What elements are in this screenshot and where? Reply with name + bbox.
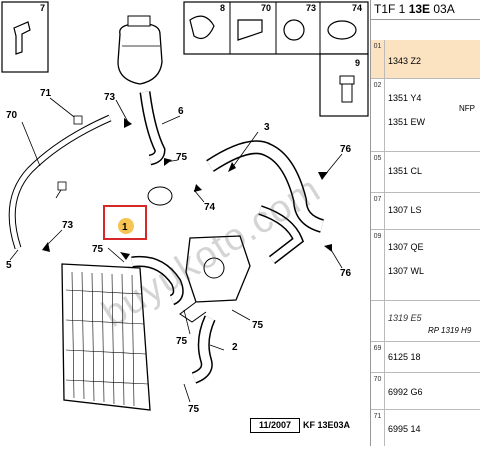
exploded-view: 7 8 70 73 74 9 [1,1,369,415]
thermostat-housing [147,186,251,323]
svg-text:76: 76 [340,268,352,279]
row-number: 07 [371,193,385,229]
svg-text:8: 8 [220,3,225,13]
header-suffix: 03A [430,2,455,16]
svg-text:3: 3 [264,122,270,133]
diagram-code: KF 13E03A [303,420,351,430]
svg-text:70: 70 [261,3,271,13]
svg-text:73: 73 [104,92,116,103]
row-number: 70 [371,373,385,409]
header-prefix: T1F 1 [374,2,409,16]
svg-text:74: 74 [204,202,216,213]
parts-row[interactable]: 07 1307 LS [371,193,480,230]
part-number[interactable]: 1307 QE [388,242,424,252]
svg-text:73: 73 [62,220,74,231]
row-number: 05 [371,152,385,192]
svg-text:74: 74 [352,3,362,13]
part-thumb-8-70-73-74[interactable]: 8 70 73 74 [183,1,369,55]
parts-row[interactable]: 02 1351 Y4 NFP 1351 EW [371,79,480,152]
header-bold: 13E [408,2,431,16]
svg-text:75: 75 [252,320,264,331]
replacement-part[interactable]: RP 1319 H9 [428,326,472,335]
part-number-alt[interactable]: 1351 EW [388,117,426,127]
parts-row[interactable]: 09 1307 QE 1307 WL [371,230,480,301]
svg-text:76: 76 [340,144,352,155]
part-number[interactable]: 6995 14 [388,424,421,434]
part-number[interactable]: 1351 Y4 [388,93,422,103]
svg-text:71: 71 [40,88,52,99]
svg-text:7: 7 [40,3,45,13]
svg-text:1: 1 [122,222,128,233]
part-number[interactable]: 1319 E5 [388,313,422,323]
svg-text:2: 2 [232,342,238,353]
row-number: 01 [371,40,385,78]
parts-row[interactable]: 70 6992 G6 [371,373,480,410]
radiator [61,263,151,411]
part-number[interactable]: 1351 CL [388,166,423,176]
parts-diagram: 7 8 70 73 74 9 [1,1,369,433]
part-number[interactable]: 6125 18 [388,352,421,362]
row-number: 69 [371,342,385,372]
svg-text:70: 70 [6,110,18,121]
svg-text:5: 5 [6,260,12,271]
svg-text:75: 75 [176,336,188,347]
part-number[interactable]: 1307 LS [388,205,422,215]
svg-text:75: 75 [188,404,200,415]
parts-row[interactable]: 71 6995 14 [371,410,480,446]
svg-text:75: 75 [92,244,104,255]
panel-header: T1F 1 13E 03A [371,0,480,20]
svg-text:6: 6 [178,106,184,117]
svg-text:9: 9 [355,58,360,68]
svg-text:75: 75 [176,152,188,163]
part-thumb-9[interactable]: 9 [319,53,369,117]
part-number-alt[interactable]: 1307 WL [388,266,425,276]
hotspot-part-1[interactable]: 1 [103,205,147,240]
row-number: 71 [371,410,385,446]
row-number [371,301,385,341]
nfp-label: NFP [459,104,475,113]
part-thumb-7[interactable]: 7 [1,1,49,73]
parts-row[interactable]: 1319 E5 RP 1319 H9 [371,301,480,342]
parts-row[interactable]: 01 1343 Z2 [371,40,480,79]
parts-row[interactable]: 69 6125 18 [371,342,480,373]
svg-text:73: 73 [306,3,316,13]
expansion-tank [117,15,163,85]
row-number: 02 [371,79,385,151]
parts-list-panel: T1F 1 13E 03A 01 1343 Z2 02 1351 Y4 NFP … [370,0,480,446]
parts-row[interactable]: 05 1351 CL [371,152,480,193]
diagram-date: 11/2007 [250,418,300,433]
part-number[interactable]: 1343 Z2 [388,56,422,66]
row-number: 09 [371,230,385,300]
part-number[interactable]: 6992 G6 [388,387,423,397]
